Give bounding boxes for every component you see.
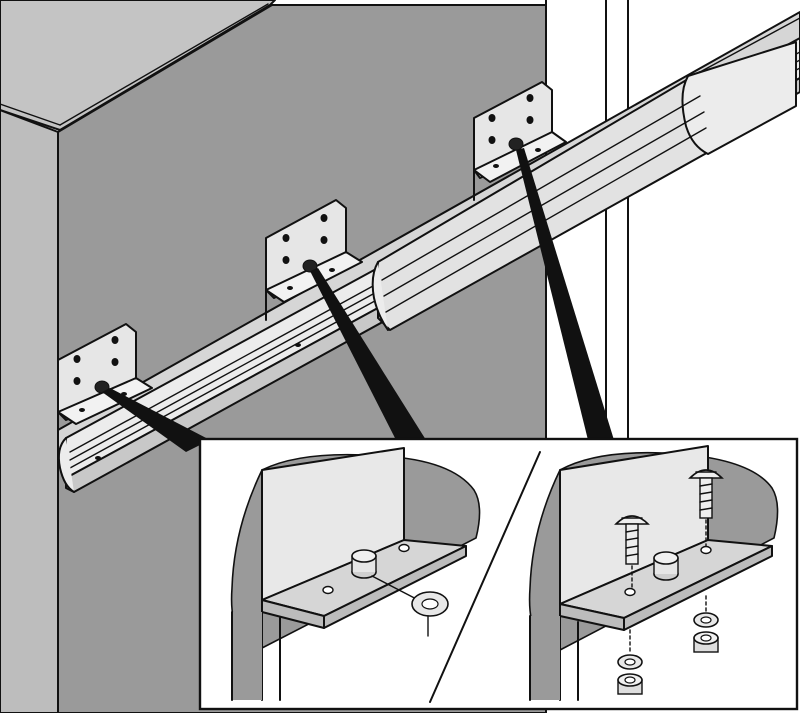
round-head-screw-icon: [688, 469, 724, 547]
detail-inset: [198, 437, 799, 711]
detail-left: [230, 447, 481, 701]
washer-icon: [411, 591, 449, 637]
rail-hole: [95, 456, 101, 460]
cap-nut-icon: [508, 137, 524, 151]
round-head-screw-icon: [614, 515, 650, 589]
rail-hole: [295, 343, 301, 347]
detail-right: [528, 445, 779, 701]
hex-nut-icon: [693, 631, 719, 653]
inset-divider: [429, 451, 541, 703]
cap-nut-icon: [351, 549, 377, 579]
cabinet-side-panel: [0, 109, 59, 713]
washer-icon: [617, 654, 643, 670]
cap-nut-icon: [653, 551, 679, 581]
wall-rail: [57, 11, 800, 493]
washer-icon: [693, 612, 719, 628]
hex-nut-icon: [617, 673, 643, 695]
callout-pointers: [102, 148, 614, 452]
cap-nut-icon: [94, 380, 110, 394]
cap-nut-icon: [302, 259, 318, 273]
